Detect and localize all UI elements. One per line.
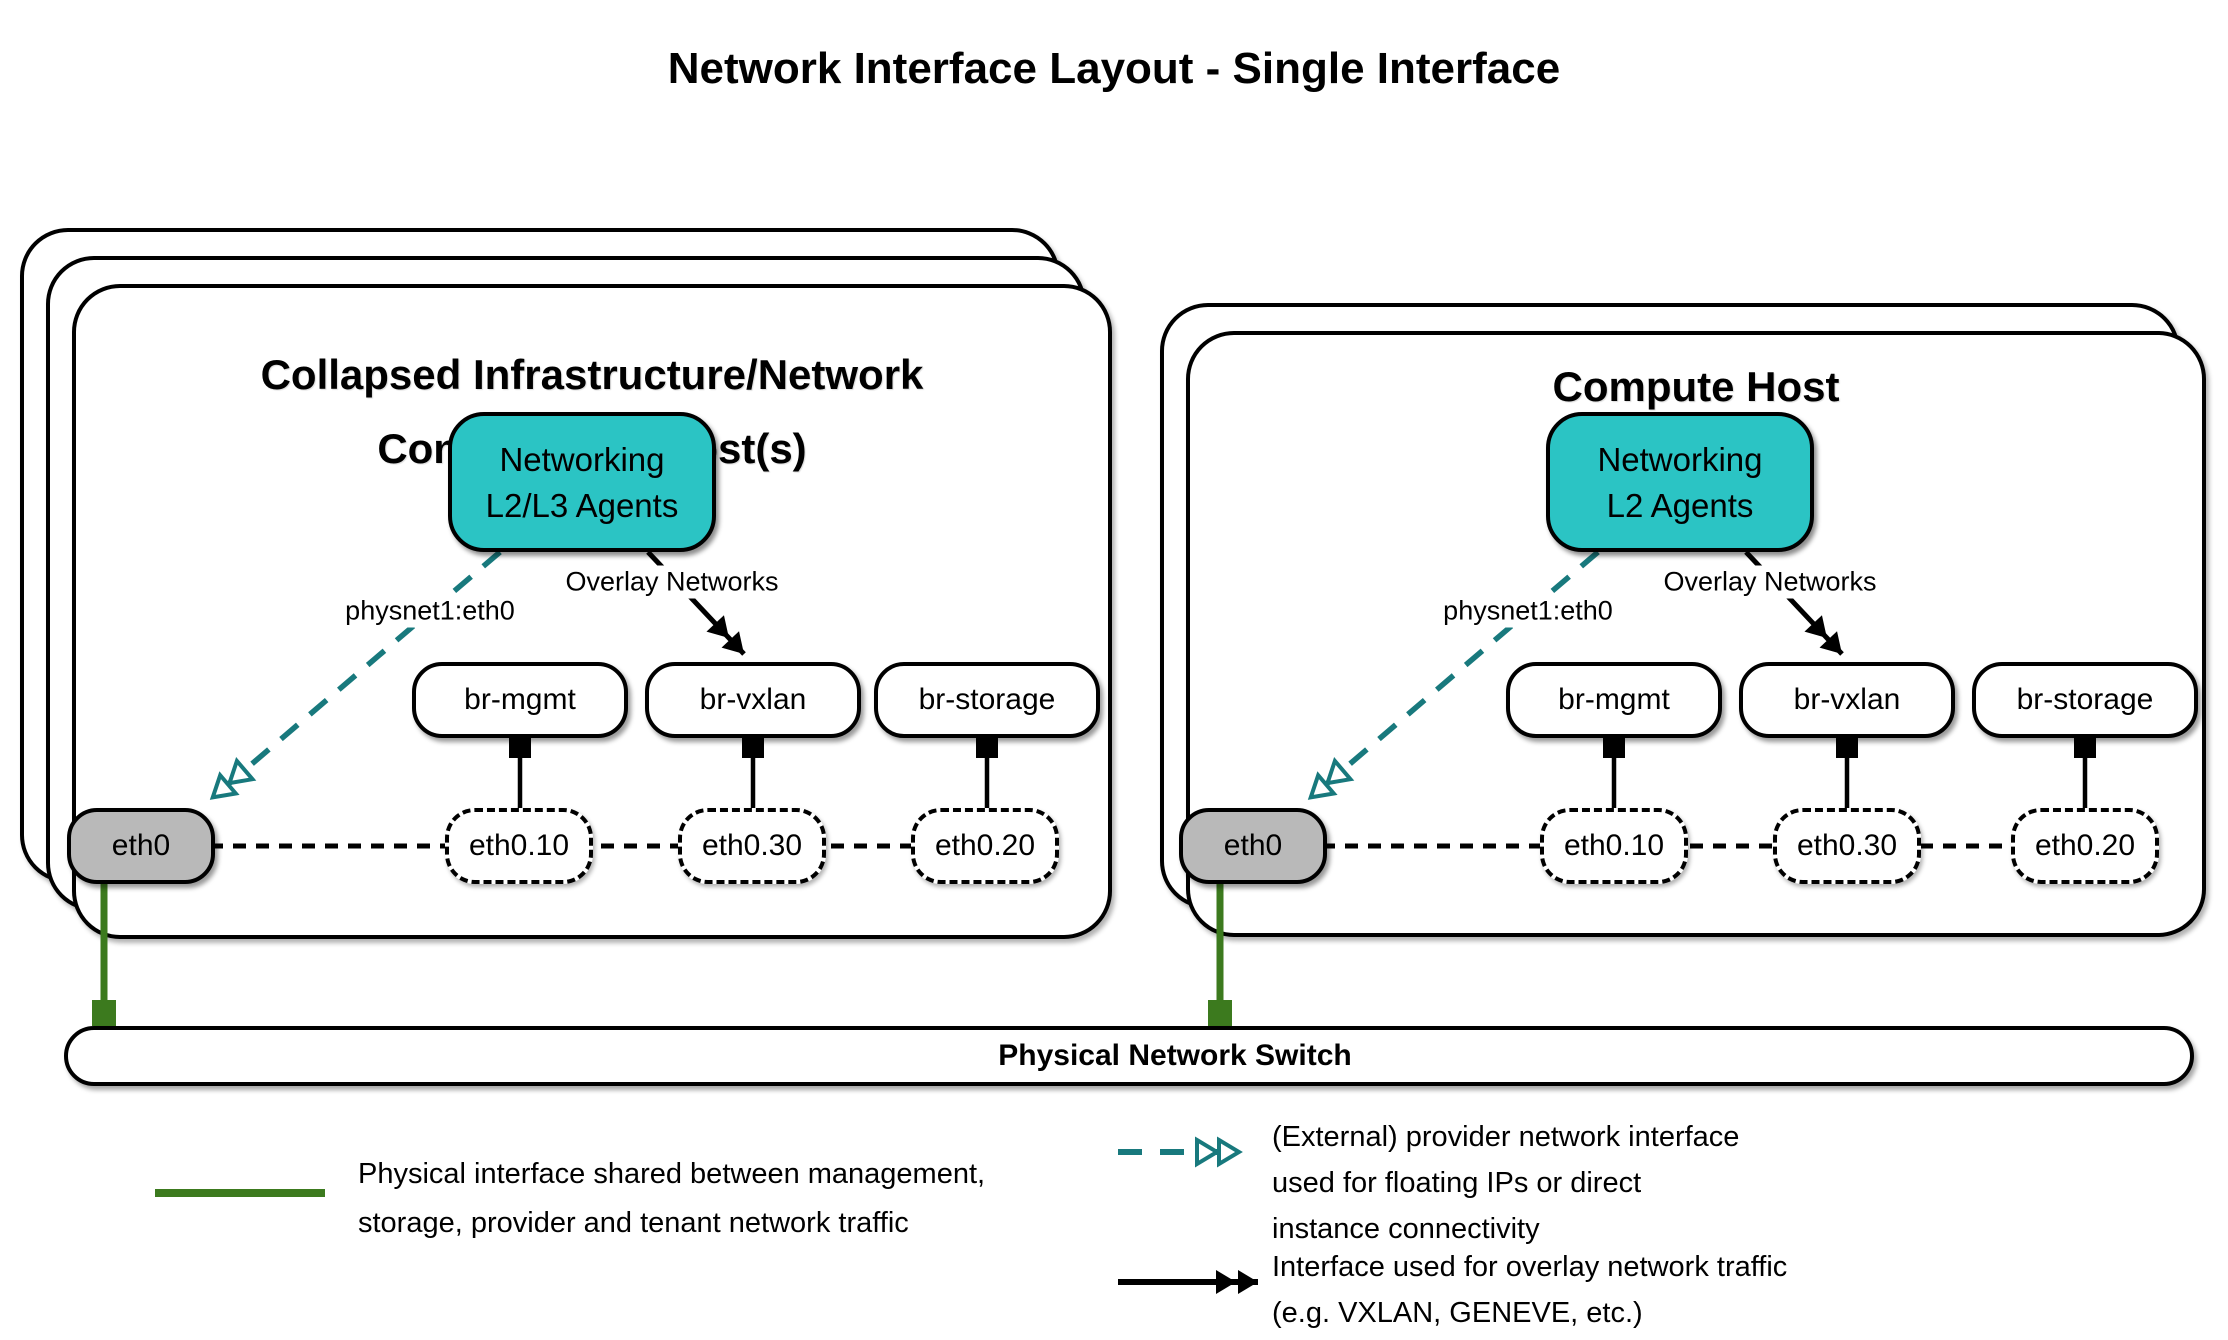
bridge-port-square-left-3 <box>976 736 998 758</box>
physical-network-switch: Physical Network Switch <box>64 1026 2194 1086</box>
physical-network-switch-label: Physical Network Switch <box>998 1039 1352 1072</box>
physical-uplink-square-left <box>92 1000 116 1026</box>
agent-box-control-line2: L2/L3 Agents <box>485 487 679 524</box>
physical-uplink-square-right <box>1208 1000 1232 1026</box>
legend-overlay-text: Interface used for overlay network traff… <box>1272 1244 1787 1336</box>
provider-link-label-right: physnet1:eth0 <box>1437 594 1619 628</box>
legend-provider-text: (External) provider network interface us… <box>1272 1114 1739 1252</box>
bridge-port-square-left-2 <box>742 736 764 758</box>
provider-network-arrow-right <box>1307 549 1600 801</box>
interface-eth0-20-right: eth0.20 <box>2011 808 2159 884</box>
compute-host-title-line1: Compute Host <box>1552 363 1840 410</box>
compute-host-title: Compute Host <box>1196 350 2196 424</box>
agent-box-compute-line2: L2 Agents <box>1606 487 1754 524</box>
bridge-br-mgmt-left: br-mgmt <box>412 662 628 738</box>
legend-provider-line2: used for floating IPs or direct <box>1272 1167 1642 1199</box>
interface-eth0-left: eth0 <box>67 808 215 884</box>
legend-provider-line3: instance connectivity <box>1272 1213 1540 1245</box>
legend-provider-line1: (External) provider network interface <box>1272 1121 1740 1153</box>
bridge-br-mgmt-right: br-mgmt <box>1506 662 1722 738</box>
bridge-port-square-right-2 <box>1836 736 1858 758</box>
interface-eth0-10-right: eth0.10 <box>1540 808 1688 884</box>
legend-overlay-line1: Interface used for overlay network traff… <box>1272 1251 1788 1283</box>
interface-eth0-right: eth0 <box>1179 808 1327 884</box>
bridge-port-square-right-3 <box>2074 736 2096 758</box>
bridge-port-square-right-1 <box>1603 736 1625 758</box>
agent-box-control-line1: Networking <box>499 441 665 478</box>
legend-physical-line2: storage, provider and tenant network tra… <box>358 1207 909 1239</box>
bridge-br-vxlan-right: br-vxlan <box>1739 662 1955 738</box>
legend-physical-text: Physical interface shared between manage… <box>358 1150 985 1248</box>
bridge-br-vxlan-left: br-vxlan <box>645 662 861 738</box>
interface-eth0-20-left: eth0.20 <box>911 808 1059 884</box>
interface-eth0-10-left: eth0.10 <box>445 808 593 884</box>
control-host-title-line1: Collapsed Infrastructure/Network <box>260 351 924 398</box>
overlay-link-label-right: Overlay Networks <box>1657 565 1883 599</box>
legend-overlay-line2: (e.g. VXLAN, GENEVE, etc.) <box>1272 1297 1643 1329</box>
interface-eth0-30-left: eth0.30 <box>678 808 826 884</box>
bridge-br-storage-right: br-storage <box>1972 662 2198 738</box>
bridge-br-storage-left: br-storage <box>874 662 1100 738</box>
provider-link-label-left: physnet1:eth0 <box>339 594 521 628</box>
overlay-link-label-left: Overlay Networks <box>559 565 785 599</box>
interface-eth0-30-right: eth0.30 <box>1773 808 1921 884</box>
bridge-port-square-left-1 <box>509 736 531 758</box>
provider-network-arrow-left <box>209 549 502 801</box>
agent-box-compute-line1: Networking <box>1597 441 1763 478</box>
agent-box-compute: Networking L2 Agents <box>1546 412 1814 552</box>
page-title: Network Interface Layout - Single Interf… <box>667 44 1561 93</box>
agent-box-control: Networking L2/L3 Agents <box>448 412 716 552</box>
legend-physical-line1: Physical interface shared between manage… <box>358 1158 986 1190</box>
